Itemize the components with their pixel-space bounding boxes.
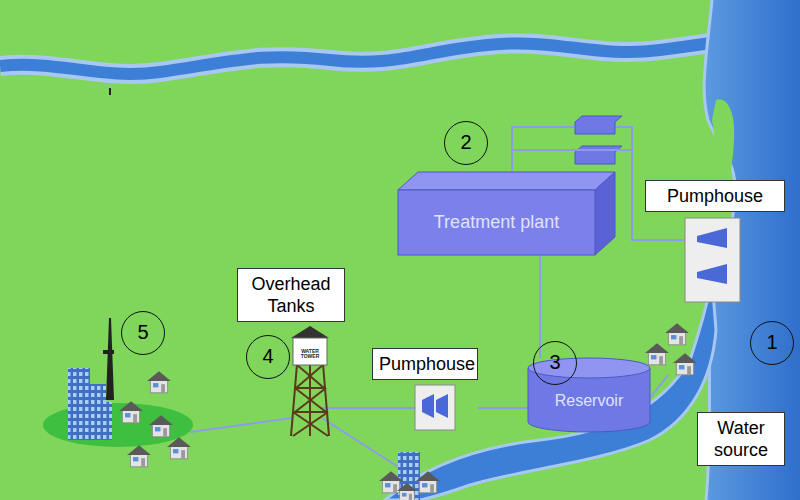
scene-part <box>147 371 171 393</box>
reservoir-node: Reservoir <box>528 356 650 434</box>
scene-part <box>295 387 326 389</box>
tower-sign: WATER TOWER <box>298 349 322 359</box>
scene-part <box>295 388 326 412</box>
callout-number: 5 <box>121 311 165 355</box>
city <box>43 318 193 467</box>
scene-part <box>673 353 697 375</box>
scene-part <box>295 388 326 412</box>
scene-part <box>595 172 615 255</box>
callout-number: 4 <box>246 335 290 379</box>
scene-part <box>92 402 112 440</box>
scene-part <box>650 375 668 398</box>
distribution-boxes <box>575 116 622 164</box>
top-river <box>0 30 800 95</box>
scene-part <box>291 364 297 436</box>
scene-part <box>398 190 595 255</box>
scene-part <box>645 343 669 365</box>
pipe-connector <box>345 408 372 409</box>
scene-part <box>296 364 324 388</box>
scene-part <box>323 364 329 436</box>
scene-part <box>293 412 328 436</box>
overhead-tank-text: Overhead Tanks <box>237 268 345 322</box>
scene-part <box>293 412 328 436</box>
scene-part <box>416 471 440 493</box>
scene-part <box>685 218 740 302</box>
overhead-tank-node: Overhead Tanks <box>237 268 345 438</box>
pumphouse-node: Pumphouse <box>645 180 785 305</box>
pipe-connector <box>540 255 541 358</box>
pumphouse-node: Pumphouse <box>372 348 478 432</box>
town-east <box>645 323 697 375</box>
scene-part <box>103 350 114 354</box>
scene-part <box>436 394 448 418</box>
scene-part <box>0 30 800 74</box>
scene-part <box>322 418 400 468</box>
scene-part <box>109 88 111 95</box>
treatment-plant-text: Treatment plant <box>398 190 595 255</box>
reservoir-text: Reservoir <box>528 378 650 424</box>
treatment-plant-node: Treatment plant <box>398 170 616 256</box>
scene-part <box>119 401 143 423</box>
lower-river <box>385 280 716 500</box>
pipe-line <box>539 255 541 358</box>
scene-part <box>149 415 173 437</box>
scene-part <box>127 445 151 467</box>
scene-part <box>665 323 689 345</box>
pipe-line <box>478 407 528 409</box>
scene-part <box>0 30 800 74</box>
scene-part <box>385 280 716 500</box>
scene-part <box>575 116 622 134</box>
scene-part <box>296 364 324 388</box>
scene-part <box>43 403 193 447</box>
town-south <box>379 452 440 500</box>
scene-part <box>422 394 434 418</box>
scene-part <box>697 264 727 284</box>
scene-part <box>190 418 292 432</box>
scene-part <box>575 146 622 164</box>
pumphouse-text: Pumphouse <box>372 348 478 380</box>
scene-part <box>293 338 327 365</box>
water-source-text: Water source <box>697 412 785 466</box>
scene-part <box>415 385 455 430</box>
scene-part <box>106 318 114 400</box>
scene-part <box>398 172 615 190</box>
pipe-line <box>345 407 372 409</box>
scene-part <box>372 407 418 409</box>
pipe-connector <box>478 408 528 409</box>
scene-part <box>291 364 329 436</box>
callout-number: 1 <box>750 321 794 365</box>
scene-part <box>293 411 328 413</box>
scene-part <box>167 437 191 459</box>
water-source-node: Water source <box>697 412 785 466</box>
scene-part <box>291 326 329 338</box>
pipe-network <box>190 127 688 468</box>
pumphouse-text: Pumphouse <box>645 180 785 212</box>
scene-part <box>645 239 688 241</box>
scene-part <box>320 407 345 409</box>
scene-part <box>528 358 650 378</box>
callout-number: 3 <box>533 341 577 385</box>
scene-part <box>397 483 417 500</box>
scene-part <box>697 228 727 248</box>
callout-number: 2 <box>444 121 488 165</box>
